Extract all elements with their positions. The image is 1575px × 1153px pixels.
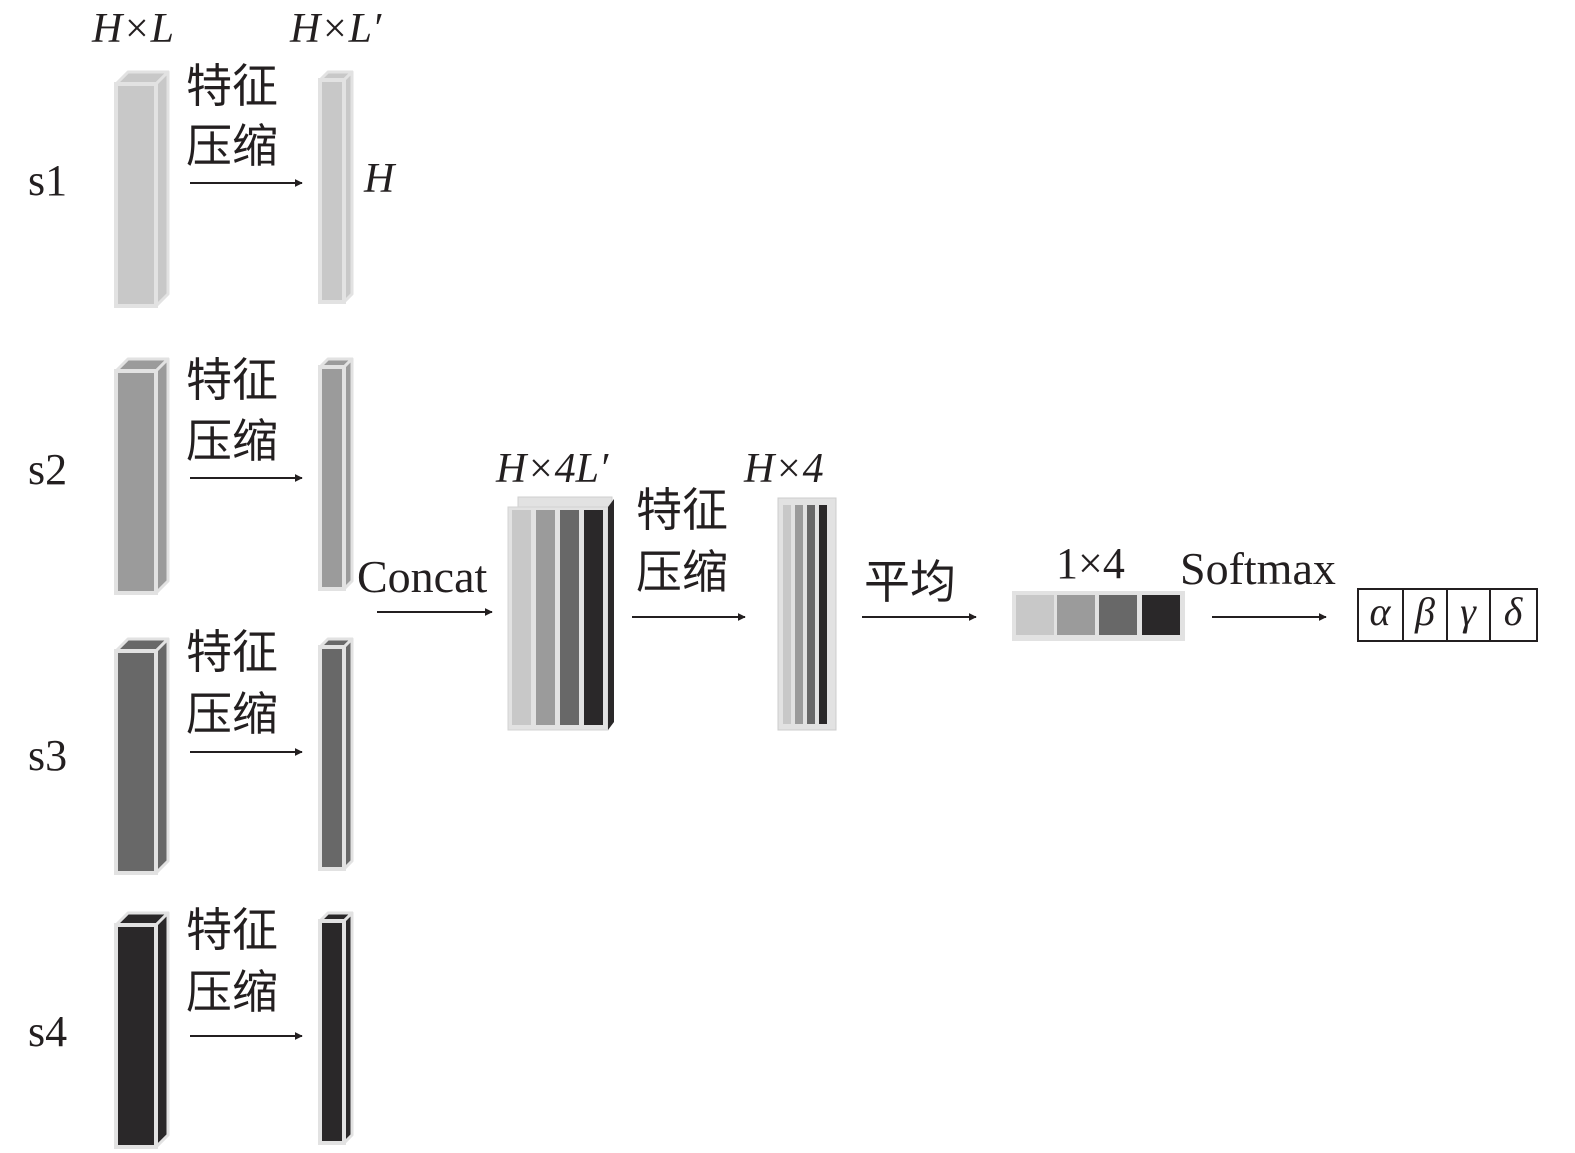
block-front-face: [114, 649, 158, 875]
concat-stripe-s3: [560, 510, 579, 725]
compressed-block-s3: [318, 637, 354, 871]
compress-op-line2-s1: 压缩: [186, 121, 278, 172]
compressed-block-s1: [318, 70, 354, 304]
concat-block: [507, 496, 614, 731]
stream-s2: s2 特征 压缩: [28, 355, 354, 595]
compressed-block-s4: [318, 911, 354, 1145]
block-front-face: [318, 78, 346, 304]
compress-op-line2-s4: 压缩: [186, 967, 278, 1018]
block-front-face: [114, 923, 158, 1149]
compressed4-block: [777, 497, 837, 731]
compressed-size-label: H×L′: [289, 6, 382, 52]
concat-stripe-s4: [584, 510, 603, 725]
stream-label-s2: s2: [28, 445, 67, 494]
average-size-label: 1×4: [1056, 539, 1125, 588]
stream-s1: s1 特征 压缩: [28, 61, 354, 308]
compressed4-stripe-s2: [795, 505, 803, 724]
concat-stripe-s1: [512, 510, 531, 725]
block-front-face: [318, 919, 346, 1145]
compressed4-stripe-s4: [819, 505, 827, 724]
compress-op-line1-s3: 特征: [186, 627, 278, 678]
compress-op-line1-s1: 特征: [186, 61, 278, 112]
weight-gamma: γ: [1460, 589, 1477, 634]
weight-output-box: α β γ δ: [1357, 588, 1538, 642]
average-vector: [1012, 591, 1185, 641]
concat-size-label: H×4L′: [495, 446, 609, 492]
stream-label-s1: s1: [28, 156, 67, 205]
concat-block-top: [517, 496, 613, 508]
weight-beta: β: [1414, 589, 1435, 634]
compressed-block-s2: [318, 357, 354, 591]
average-cell-s3: [1099, 595, 1137, 635]
average-label: 平均: [864, 557, 956, 608]
compress-op-line2-s2: 压缩: [186, 416, 278, 467]
weight-delta: δ: [1504, 589, 1524, 634]
stream-s4: s4 特征 压缩: [28, 905, 354, 1149]
stream-label-s3: s3: [28, 731, 67, 780]
stream-s3: s3 特征 压缩: [28, 627, 354, 875]
stream-label-s4: s4: [28, 1007, 67, 1056]
input-block-s4: [114, 911, 170, 1149]
average-cell-s4: [1142, 595, 1180, 635]
input-block-s2: [114, 357, 170, 595]
compressed4-stripe-s3: [807, 505, 815, 724]
softmax-label: Softmax: [1180, 543, 1336, 594]
compress2-op-line2: 压缩: [636, 547, 728, 598]
compress-op-line1-s4: 特征: [186, 905, 278, 956]
compress-op-line2-s3: 压缩: [186, 689, 278, 740]
block-front-face: [318, 365, 346, 591]
block-front-face: [114, 82, 158, 308]
average-cell-s1: [1016, 595, 1054, 635]
weight-alpha: α: [1370, 589, 1392, 634]
input-block-s3: [114, 637, 170, 875]
average-cell-s2: [1057, 595, 1095, 635]
compressed4-stripe-s1: [783, 505, 791, 724]
input-block-s1: [114, 70, 170, 308]
compress2-size-label: H×4: [743, 446, 824, 492]
block-front-face: [318, 645, 346, 871]
compress-op-line1-s2: 特征: [186, 355, 278, 406]
concat-stripe-s2: [536, 510, 555, 725]
block-front-face: [114, 369, 158, 595]
concat-block-side: [608, 499, 614, 730]
concat-label: Concat: [357, 551, 488, 602]
compress2-op-line1: 特征: [636, 485, 728, 536]
input-size-label: H×L: [91, 6, 174, 52]
height-label: H: [363, 156, 397, 202]
